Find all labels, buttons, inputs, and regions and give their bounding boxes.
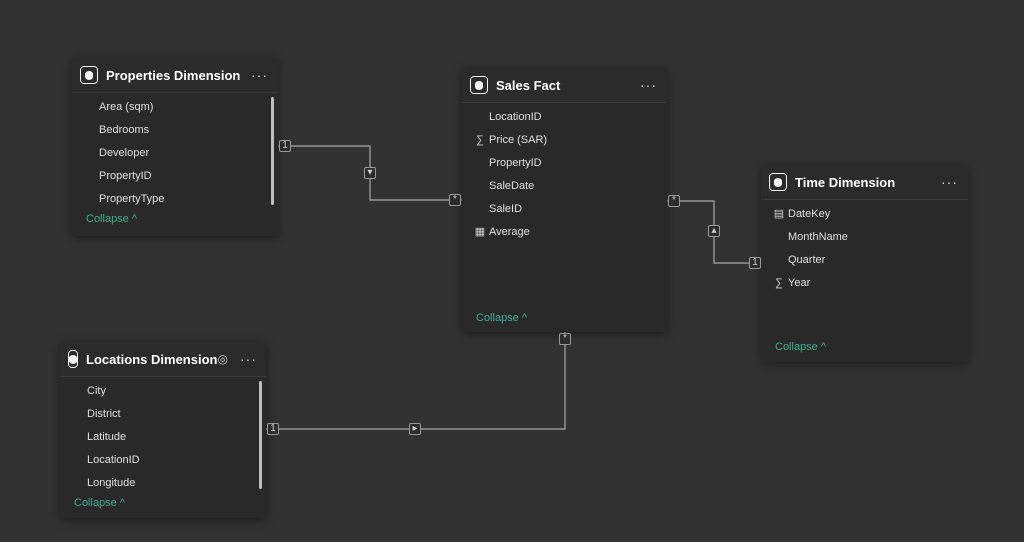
field-name: SaleDate (489, 179, 535, 192)
field-item[interactable]: ∑ Year (761, 271, 968, 294)
table-header[interactable]: Sales Fact ··· (462, 68, 667, 103)
field-name: Area (sqm) (99, 100, 154, 113)
table-card-sales[interactable]: Sales Fact ··· LocationID ∑ Price (SAR) … (462, 68, 667, 332)
field-list: ▤ DateKey MonthName Quarter ∑ Year (761, 200, 968, 294)
field-name: PropertyID (489, 156, 542, 169)
collapse-button[interactable]: Collapse ^ (86, 213, 138, 225)
field-item[interactable]: LocationID (462, 105, 667, 128)
field-name: PropertyType (99, 192, 165, 205)
field-item[interactable]: District (60, 402, 266, 425)
field-item[interactable]: SaleID (462, 197, 667, 220)
field-item[interactable]: Latitude (60, 425, 266, 448)
cardinality-one-marker: 1 (267, 423, 279, 435)
field-item[interactable]: PropertyID (462, 151, 667, 174)
field-name: Average (489, 225, 530, 238)
table-title: Locations Dimension (86, 351, 218, 367)
field-name: LocationID (489, 110, 542, 123)
table-header[interactable]: Time Dimension ··· (761, 165, 968, 200)
field-name: LocationID (87, 453, 140, 466)
more-options-button[interactable]: ··· (941, 174, 958, 190)
field-name: Developer (99, 146, 150, 159)
calendar-icon: ▤ (773, 208, 785, 220)
field-name: Longitude (87, 476, 136, 489)
more-options-button[interactable]: ··· (640, 77, 657, 93)
sigma-icon: ∑ (775, 276, 783, 289)
more-options-button[interactable]: ··· (251, 67, 268, 83)
field-name: Price (SAR) (489, 133, 548, 146)
field-list: LocationID ∑ Price (SAR) PropertyID Sale… (462, 103, 667, 243)
relationship-line-locations-sales[interactable] (266, 332, 566, 430)
field-name: SaleID (489, 202, 523, 215)
filter-direction-up-icon[interactable]: ▴ (708, 225, 720, 237)
field-name: Latitude (87, 430, 127, 443)
field-list: Area (sqm) Bedrooms Developer PropertyID… (72, 93, 278, 210)
field-name: Bedrooms (99, 123, 150, 136)
table-card-time[interactable]: Time Dimension ··· ▤ DateKey MonthName Q… (761, 165, 968, 362)
field-item[interactable]: ▦ Average (462, 220, 667, 243)
collapse-button[interactable]: Collapse ^ (476, 312, 528, 324)
field-item[interactable]: SaleDate (462, 174, 667, 197)
scrollbar[interactable] (259, 381, 262, 489)
table-card-locations[interactable]: Locations Dimension ◎ ··· City District … (60, 342, 266, 518)
table-icon (769, 173, 787, 191)
cardinality-many-marker: * (449, 194, 461, 206)
table-icon (470, 76, 488, 94)
field-item[interactable]: Bedrooms (72, 118, 278, 141)
field-item[interactable]: Developer (72, 141, 278, 164)
field-name: Quarter (788, 253, 826, 266)
table-header[interactable]: Locations Dimension ◎ ··· (60, 342, 266, 377)
scrollbar[interactable] (271, 97, 274, 205)
field-item[interactable]: PropertyID (72, 164, 278, 187)
field-name: MonthName (788, 230, 848, 243)
cardinality-one-marker: 1 (749, 257, 761, 269)
field-item[interactable]: MonthName (761, 225, 968, 248)
eye-icon[interactable]: ◎ (217, 352, 228, 366)
field-name: DateKey (788, 207, 831, 220)
field-name: Year (788, 276, 811, 289)
field-item[interactable]: PropertyType (72, 187, 278, 210)
table-header[interactable]: Properties Dimension ··· (72, 58, 278, 93)
field-name: District (87, 407, 121, 420)
more-options-button[interactable]: ··· (239, 351, 257, 367)
collapse-button[interactable]: Collapse ^ (74, 497, 126, 509)
field-item[interactable]: Longitude (60, 471, 266, 494)
field-list: City District Latitude LocationID Longit… (60, 377, 266, 494)
sigma-icon: ∑ (476, 133, 484, 146)
cardinality-one-marker: 1 (279, 140, 291, 152)
table-icon (80, 66, 98, 84)
cardinality-many-marker: * (668, 195, 680, 207)
field-item[interactable]: City (60, 379, 266, 402)
field-item[interactable]: ▤ DateKey (761, 202, 968, 225)
table-title: Properties Dimension (106, 67, 241, 83)
calculator-icon: ▦ (474, 226, 486, 238)
table-icon (68, 350, 78, 368)
field-item[interactable]: LocationID (60, 448, 266, 471)
filter-direction-right-icon[interactable]: ▸ (409, 423, 421, 435)
filter-direction-down-icon[interactable]: ▾ (364, 167, 376, 179)
field-name: City (87, 384, 106, 397)
table-card-properties[interactable]: Properties Dimension ··· Area (sqm) Bedr… (72, 58, 278, 236)
field-name: PropertyID (99, 169, 152, 182)
field-item[interactable]: Area (sqm) (72, 95, 278, 118)
table-title: Time Dimension (795, 174, 896, 190)
field-item[interactable]: Quarter (761, 248, 968, 271)
collapse-button[interactable]: Collapse ^ (775, 341, 827, 353)
table-title: Sales Fact (496, 77, 561, 93)
cardinality-many-marker: * (559, 333, 571, 345)
field-item[interactable]: ∑ Price (SAR) (462, 128, 667, 151)
